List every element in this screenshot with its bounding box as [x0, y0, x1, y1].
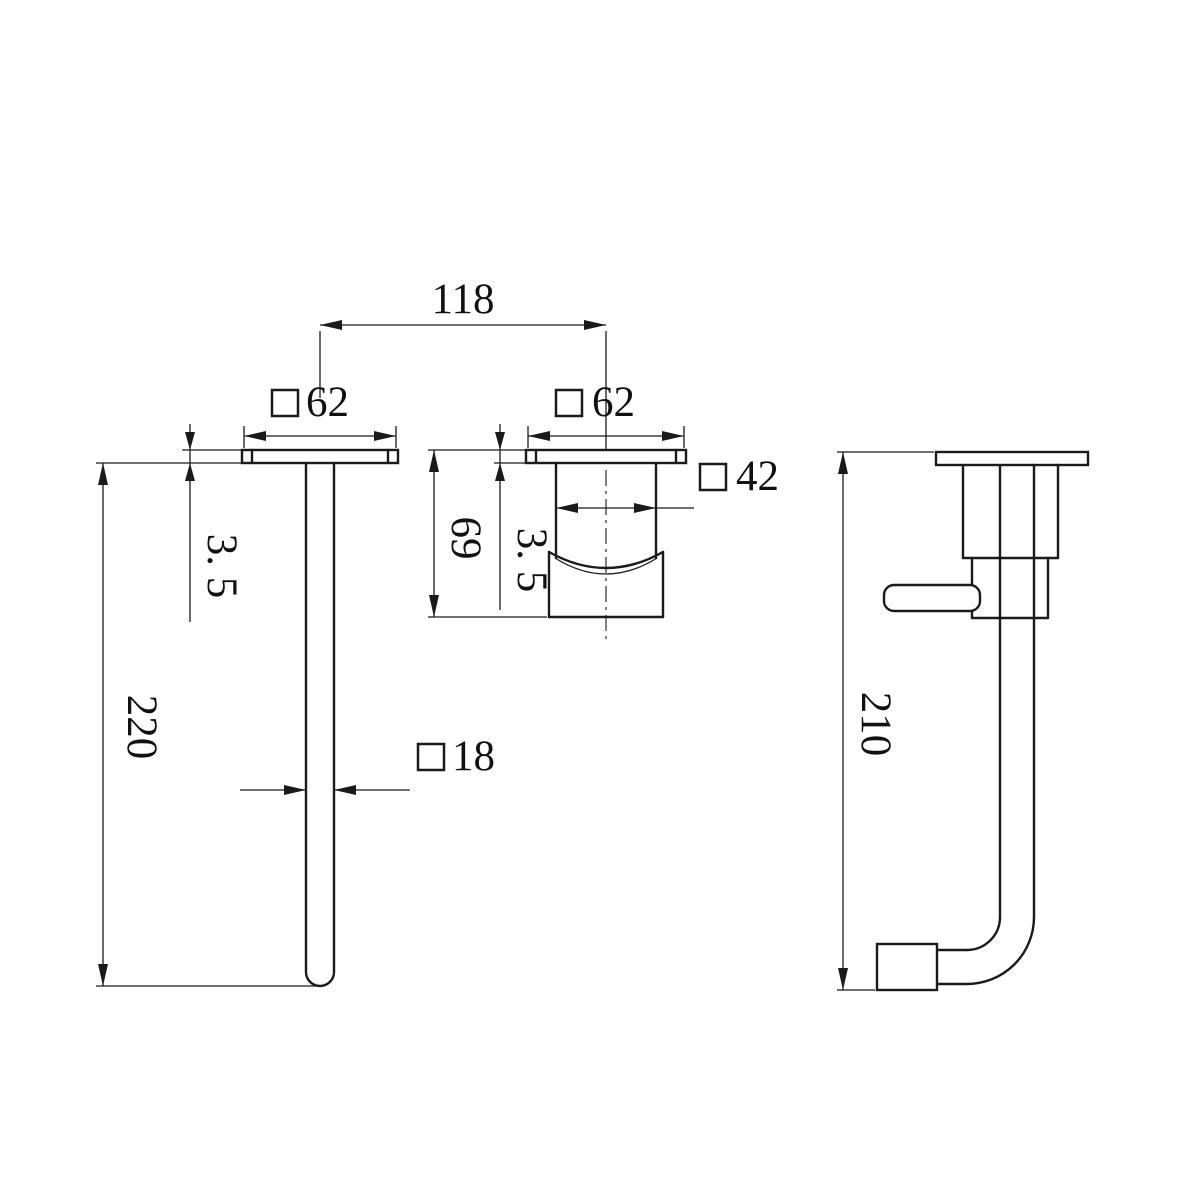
spout-bend-outer — [965, 915, 1036, 986]
dim-118-label: 118 — [432, 276, 495, 323]
arrowhead — [429, 450, 439, 472]
dim-62-valve-label: 62 — [592, 379, 635, 426]
spout-tube — [304, 461, 336, 988]
dim-3-5-valve-label: 3. 5 — [508, 528, 555, 593]
dim-side-height: 210 — [837, 451, 934, 991]
dim-center-distance: 118 — [319, 276, 607, 449]
arrowhead — [284, 785, 306, 795]
dim-valve-flange-width: 62 — [527, 379, 685, 448]
arrowhead — [98, 964, 108, 986]
arrowhead — [556, 503, 578, 513]
dim-3-5-spout-label: 3. 5 — [198, 534, 245, 599]
arrowhead — [98, 463, 108, 485]
dim-valve-flange-thickness: 3. 5 — [494, 424, 555, 610]
arrowhead — [584, 320, 606, 330]
dim-42-label: 42 — [736, 453, 779, 500]
spout-outlet-tip — [875, 942, 939, 992]
arrowhead — [429, 595, 439, 617]
arrowhead — [374, 431, 396, 441]
valve-front-view — [524, 448, 688, 642]
arrowhead — [838, 968, 848, 990]
square-section-symbol — [270, 388, 300, 418]
arrowhead — [838, 452, 848, 474]
spout-wall-plate — [240, 448, 400, 465]
arrowhead — [528, 431, 550, 441]
arrowhead — [244, 431, 266, 441]
spout-bend-inner — [965, 915, 1002, 952]
square-section-symbol — [554, 388, 584, 418]
arrowhead — [634, 503, 656, 513]
spout-front-view — [240, 448, 400, 988]
arrowhead — [495, 432, 505, 450]
arrowhead — [185, 463, 195, 481]
square-section-symbol — [698, 462, 728, 492]
arrowhead — [185, 432, 195, 450]
arrowhead — [662, 431, 684, 441]
dim-spout-tube-width: 18 — [240, 733, 495, 795]
dim-spout-flange-width: 62 — [243, 379, 397, 448]
valve-lever-side — [882, 583, 982, 613]
side-wall-plate — [934, 450, 1090, 467]
dim-spout-flange-thickness: 3. 5 — [182, 424, 245, 622]
dim-69-label: 69 — [442, 517, 489, 560]
square-section-symbol — [416, 742, 446, 772]
dim-valve-height: 69 — [428, 449, 547, 618]
dim-spout-length: 220 — [96, 462, 318, 987]
dim-220-label: 220 — [118, 695, 165, 760]
side-view — [875, 450, 1090, 992]
dim-18-label: 18 — [452, 733, 495, 780]
dim-62-spout-label: 62 — [306, 379, 349, 426]
arrowhead — [320, 320, 342, 330]
valve-wall-plate — [524, 448, 688, 465]
dim-valve-body-width: 42 — [556, 453, 779, 513]
arrowhead — [334, 785, 356, 795]
dim-210-label: 210 — [852, 692, 899, 757]
arrowhead — [495, 463, 505, 481]
